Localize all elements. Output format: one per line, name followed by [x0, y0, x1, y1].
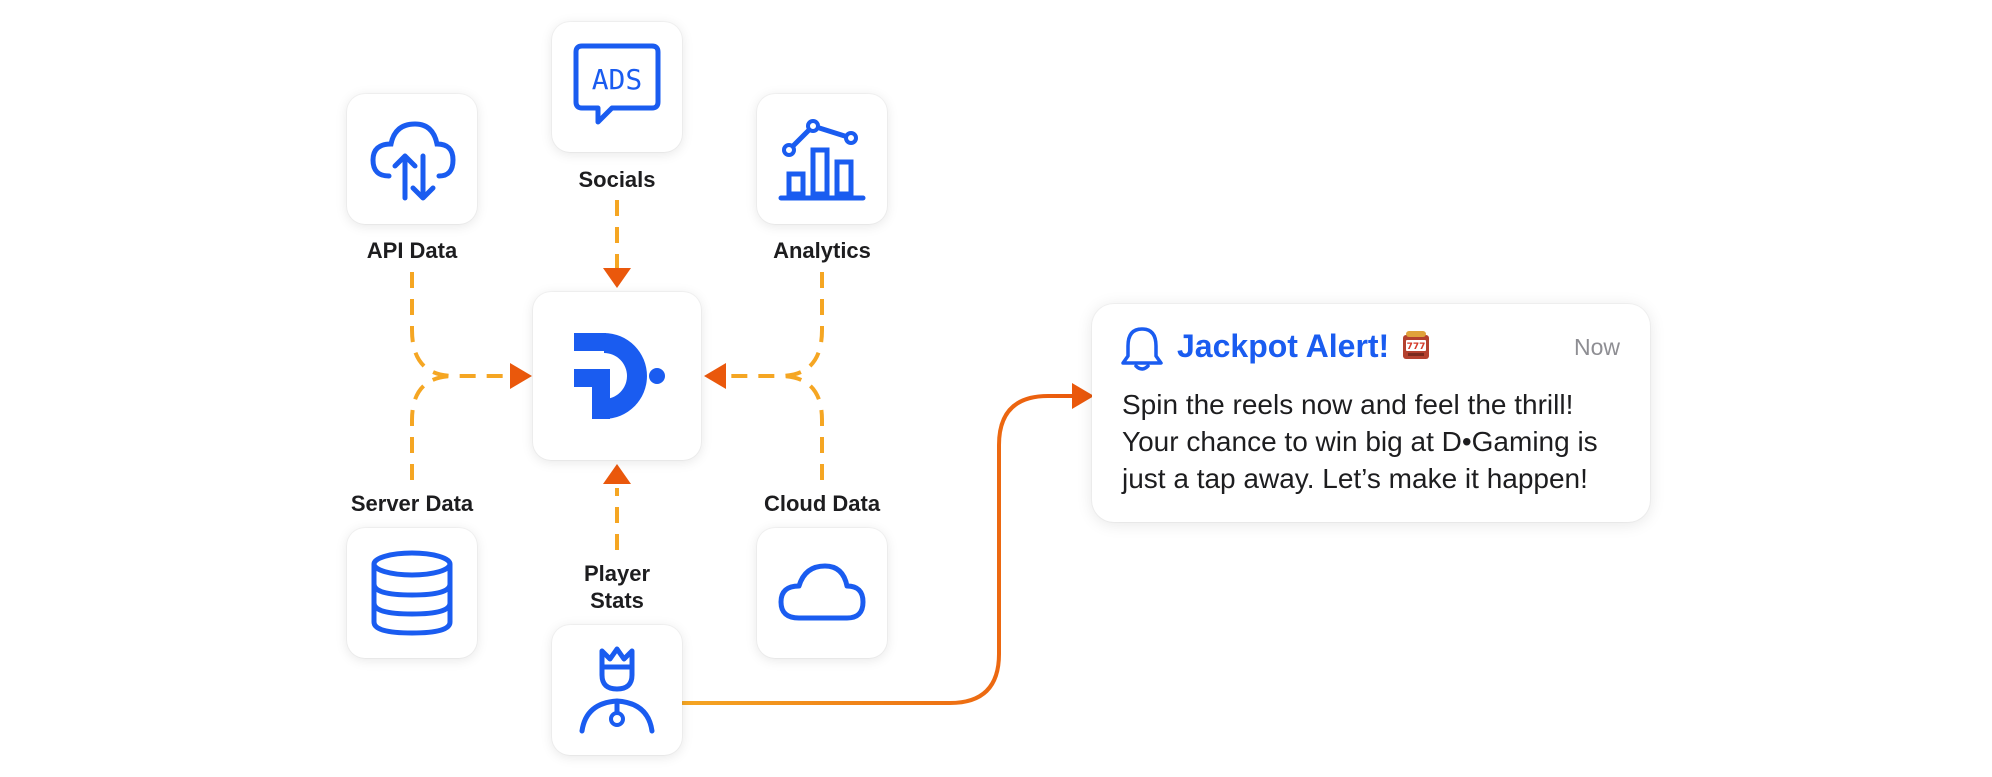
crowned-player-icon — [579, 646, 655, 734]
socials-label: Socials — [578, 167, 656, 192]
arrowhead-api-data — [510, 363, 532, 389]
arrowhead-socials — [603, 268, 631, 288]
cloud-upload-download-icon — [370, 121, 456, 201]
analytics-node — [757, 94, 887, 224]
connector-player-stats-to-notification — [681, 394, 1082, 705]
notification-title: Jackpot Alert! 777 — [1177, 328, 1432, 365]
connector-analytics-to-hub — [724, 272, 824, 378]
server-data-node — [347, 528, 477, 658]
svg-text:777: 777 — [1407, 342, 1426, 352]
dgaming-logo — [574, 333, 665, 419]
socials-node: ADS — [552, 22, 682, 152]
api-data-label: API Data — [366, 238, 458, 263]
arrowhead-notification — [1072, 383, 1094, 409]
notification-body-line-2: Your chance to win big at D•Gaming is — [1122, 426, 1598, 457]
player-stats-label-line-1: Player — [583, 561, 651, 586]
notification-body-line-1: Spin the reels now and feel the thrill! — [1122, 389, 1574, 420]
notification-card[interactable]: Jackpot Alert! 777 Now Spin the reels no… — [1092, 304, 1650, 522]
notification-time: Now — [1573, 334, 1620, 360]
player-stats-label: Player Stats — [584, 560, 650, 614]
cloud-data-node — [757, 528, 887, 658]
hub-node — [533, 292, 701, 460]
notification-body-line-3: just a tap away. Let’s make it happen! — [1122, 463, 1588, 494]
bell-icon — [1121, 327, 1163, 371]
bar-chart-trend-icon — [778, 119, 866, 201]
database-icon — [371, 550, 453, 636]
connector-server-data-to-hub — [410, 374, 455, 480]
api-data-node — [347, 94, 477, 224]
arrowhead-player-stats — [603, 464, 631, 484]
analytics-label: Analytics — [773, 238, 871, 263]
server-data-label: Server Data — [350, 491, 474, 516]
cloud-icon — [778, 563, 866, 621]
svg-text:ADS: ADS — [592, 63, 643, 96]
player-stats-node — [552, 625, 682, 755]
ads-speech-bubble-icon: ADS — [573, 43, 661, 125]
connector-api-data-to-hub — [410, 272, 512, 378]
arrowhead-analytics — [704, 363, 726, 389]
connector-cloud-data-to-hub — [779, 374, 824, 480]
notification-title-text: Jackpot Alert! — [1177, 328, 1390, 364]
notification-body: Spin the reels now and feel the thrill! … — [1122, 386, 1632, 497]
slot-machine-icon: 777 — [1403, 331, 1430, 359]
player-stats-label-line-2: Stats — [590, 588, 644, 613]
cloud-data-label: Cloud Data — [763, 491, 881, 516]
